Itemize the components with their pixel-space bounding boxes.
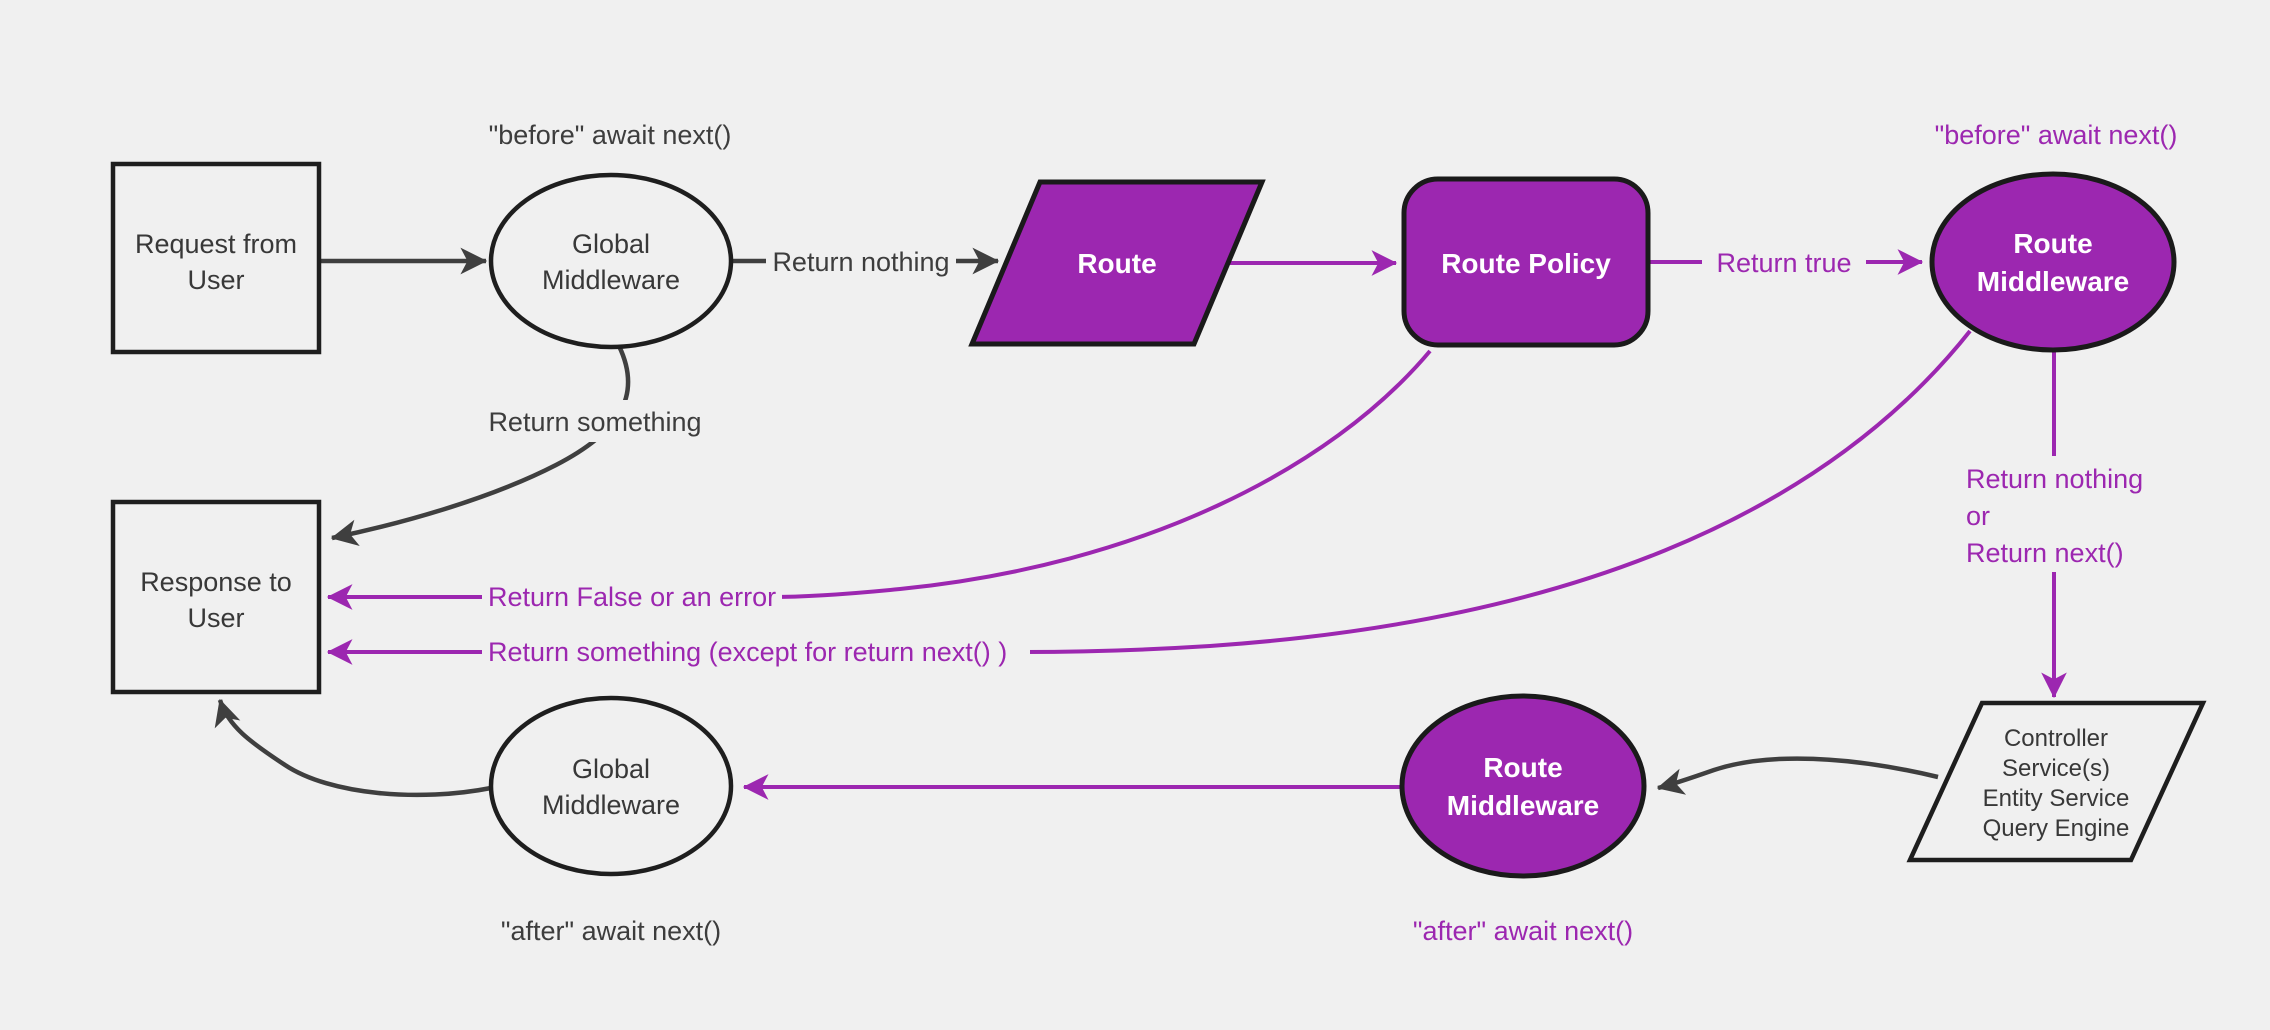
svg-text:Return something: Return something: [488, 407, 701, 437]
route-label: Route: [1077, 248, 1156, 279]
svg-text:Return nothing: Return nothing: [772, 247, 949, 277]
label-return-nothing-black-bg: [766, 240, 956, 282]
route-middleware-top-label-line1: Route: [2013, 228, 2092, 259]
controller-shape: [1906, 700, 2207, 863]
request-from-user-label-line2: User: [187, 265, 244, 295]
svg-text:Return something (except for r: Return something (except for return next…: [488, 637, 1007, 667]
node-global-middleware-bottom: Global Middleware: [488, 695, 734, 877]
request-from-user-label-line1: Request from: [135, 229, 297, 259]
node-controller: Controller Service(s) Entity Service Que…: [1906, 700, 2207, 863]
edge-route-policy-to-response: [326, 349, 1432, 610]
edge-controller-to-route-middleware-bottom: [1656, 756, 1939, 795]
node-route: Route: [968, 179, 1266, 347]
label-after-await-next-black: "after" await next(): [501, 916, 721, 946]
response-to-user-label-line1: Response to: [140, 567, 292, 597]
node-route-middleware-top: Route Middleware: [1929, 171, 2177, 353]
label-return-nothing-black: Return nothing: [766, 240, 956, 282]
route-middleware-bottom-label-line1: Route: [1483, 752, 1562, 783]
label-return-something-except: Return something (except for return next…: [482, 633, 1030, 671]
node-global-middleware-top: Global Middleware: [488, 172, 734, 350]
global-middleware-top-label-line2: Middleware: [542, 265, 680, 295]
global-middleware-bottom-label-line2: Middleware: [542, 790, 680, 820]
response-to-user-label-line2: User: [187, 603, 244, 633]
label-return-true-bg: [1702, 242, 1866, 284]
route-middleware-bottom-label-line2: Middleware: [1447, 790, 1599, 821]
label-return-false-or-error-bg: [482, 578, 782, 616]
route-middleware-bottom-shape: [1399, 693, 1647, 879]
svg-text:Return nothing: Return nothing: [1966, 464, 2143, 494]
label-return-true: Return true: [1702, 242, 1866, 284]
global-middleware-bottom-shape: [488, 695, 734, 877]
global-middleware-bottom-label-line1: Global: [572, 754, 650, 784]
label-after-await-next-purple: "after" await next(): [1413, 916, 1633, 946]
route-middleware-top-label-line2: Middleware: [1977, 266, 2129, 297]
route-policy-label: Route Policy: [1441, 248, 1611, 279]
label-return-nothing-or-next: Return nothing or Return next(): [1958, 456, 2156, 572]
svg-text:or: or: [1966, 501, 1990, 531]
global-middleware-top-shape: [488, 172, 734, 350]
controller-label-line1: Controller: [2004, 725, 2108, 752]
label-before-await-next-purple: "before" await next(): [1935, 120, 2178, 150]
node-route-policy: Route Policy: [1401, 176, 1651, 348]
controller-label-line2: Service(s): [2002, 755, 2110, 782]
label-return-something-black: Return something: [486, 400, 704, 442]
request-from-user-shape: [110, 161, 322, 355]
node-route-middleware-bottom: Route Middleware: [1399, 693, 1647, 879]
response-to-user-shape: [110, 499, 322, 695]
label-before-await-next-black: "before" await next(): [489, 120, 732, 150]
label-return-something-black-bg: [486, 400, 704, 442]
label-return-false-or-error: Return False or an error: [482, 578, 782, 616]
route-policy-shape: [1401, 176, 1651, 348]
label-return-something-except-bg: [482, 633, 1030, 671]
route-shape: [968, 179, 1266, 347]
edge-global-middleware-bottom-to-response: [214, 698, 492, 798]
global-middleware-top-label-line1: Global: [572, 229, 650, 259]
node-request-from-user: Request from User: [110, 161, 322, 355]
svg-text:Return next(): Return next(): [1966, 538, 2124, 568]
edge-global-middleware-to-response: [330, 345, 631, 546]
svg-text:Return False or an error: Return False or an error: [488, 582, 776, 612]
node-response-to-user: Response to User: [110, 499, 322, 695]
controller-label-line3: Entity Service: [1983, 785, 2130, 812]
label-return-nothing-or-next-bg: [1958, 456, 2156, 572]
edge-route-middleware-to-response: [326, 329, 1972, 665]
route-middleware-top-shape: [1929, 171, 2177, 353]
svg-text:Return true: Return true: [1716, 248, 1851, 278]
controller-label-line4: Query Engine: [1983, 815, 2130, 842]
